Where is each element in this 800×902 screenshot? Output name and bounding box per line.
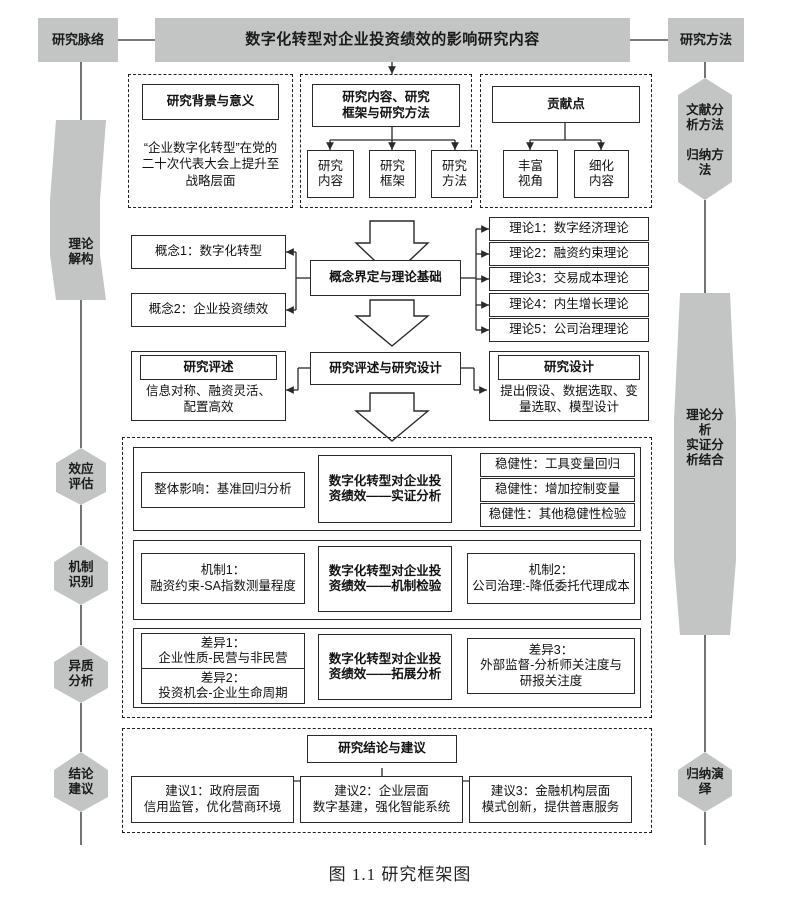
concept-1-box: 概念1：数字化转型 — [131, 235, 286, 269]
header-right-chip-label: 研究方法 — [679, 31, 732, 47]
difference-2-box: 差异2： 投资机会-企业生命周期 — [141, 668, 305, 704]
panel-research-background — [128, 74, 293, 208]
right-rail-shapes — [674, 78, 736, 812]
suggestion-item-1: 建议2：企业层面 数字基建，强化智能系统 — [300, 776, 463, 823]
conclusion-title: 研究结论与建议 — [307, 735, 457, 763]
theory-item-3: 理论4：内生增长理论 — [489, 293, 649, 317]
rail-label-theory-deconstruction: 理论 解构 — [68, 237, 94, 266]
research-design-body: 提出假设、数据选取、变 量选取、模型设计 — [500, 384, 638, 415]
robustness-item-1: 稳健性：增加控制变量 — [480, 478, 635, 502]
empirical-container — [122, 437, 652, 718]
left-rail-shapes — [50, 120, 108, 812]
concept-definition-center: 概念界定与理论基础 — [310, 260, 461, 296]
suggestion-item-0: 建议1：政府层面 信用监管，优化营商环境 — [131, 776, 294, 823]
content-framework-child-0: 研究 内容 — [307, 150, 354, 198]
theory-item-2: 理论3：交易成本理论 — [489, 267, 649, 291]
rail-label-effect-evaluation: 效应 评估 — [68, 462, 94, 491]
contribution-title: 贡献点 — [492, 86, 640, 123]
figure-caption: 图 1.1 研究框架图 — [328, 865, 472, 884]
rail-label-theory-empirical-combined: 理论分 析 实证分 析结合 — [686, 408, 724, 467]
concept-2-box: 概念2：企业投资绩效 — [131, 293, 286, 327]
flow-arrow-down — [354, 220, 430, 442]
header-left-chip: 研究脉络 — [38, 18, 118, 62]
header-left-chip-label: 研究脉络 — [51, 31, 104, 47]
content-framework-child-2: 研究 方法 — [431, 150, 478, 198]
overall-impact-box: 整体影响：基准回归分析 — [141, 472, 305, 508]
rail-label-literature-analysis-method: 文献分 析方法 归纳方 法 — [686, 102, 724, 177]
empirical-analysis-center: 数字化转型对企业投 资绩效——实证分析 — [318, 455, 452, 523]
extension-analysis-center: 数字化转型对企业投 资绩效——拓展分析 — [318, 634, 452, 700]
suggestion-item-2: 建议3：金融机构层面 模式创新，提供普惠服务 — [469, 776, 632, 823]
difference-3-box: 差异3： 外部监督-分析师关注度与 研报关注度 — [467, 638, 635, 694]
research-background-body: “企业数字化转型”在党的 二十次代表大会上提升至 战略层面 — [141, 141, 280, 188]
panel-contribution — [480, 74, 652, 208]
page-title: 数字化转型对企业投资绩效的影响研究内容 — [155, 18, 630, 62]
review-design-center: 研究评述与研究设计 — [310, 352, 461, 385]
conclusion-container — [122, 728, 652, 833]
contribution-child-1: 细化 内容 — [574, 150, 629, 198]
page-title-label: 数字化转型对企业投资绩效的影响研究内容 — [245, 30, 540, 48]
theory-item-0: 理论1：数字经济理论 — [489, 217, 649, 241]
robustness-item-0: 稳健性：工具变量回归 — [480, 453, 635, 477]
panel-content-framework-method — [300, 74, 472, 208]
contribution-child-0: 丰富 视角 — [503, 150, 558, 198]
mechanism-test-center: 数字化转型对企业投 资绩效——机制检验 — [318, 546, 452, 612]
difference-1-box: 差异1： 企业性质-民营与非民营 — [141, 633, 305, 669]
rail-label-heterogeneity-analysis: 异质 分析 — [68, 659, 94, 688]
research-design-title: 研究设计 — [498, 355, 640, 380]
theory-item-1: 理论2：融资约束理论 — [489, 242, 649, 266]
mechanism-2-box: 机制2： 公司治理:-降低委托代理成本 — [467, 553, 635, 604]
theory-item-4: 理论5：公司治理理论 — [489, 318, 649, 342]
rail-label-conclusion-suggestion: 结论 建议 — [68, 767, 94, 796]
research-background-title: 研究背景与意义 — [142, 84, 279, 120]
header-right-chip: 研究方法 — [668, 18, 744, 62]
rail-label-induction-deduction: 归纳演 绎 — [686, 767, 724, 796]
rail-label-mechanism-identification: 机制 识别 — [68, 560, 94, 589]
robustness-item-2: 稳健性：其他稳健性检验 — [480, 503, 635, 527]
research-review-title: 研究评述 — [140, 355, 277, 380]
content-framework-child-1: 研究 框架 — [369, 150, 416, 198]
content-framework-title: 研究内容、研究 框架与研究方法 — [312, 84, 460, 127]
mechanism-1-box: 机制1： 融资约束-SA指数测量程度 — [141, 553, 305, 604]
research-review-body: 信息对称、融资灵活、 配置高效 — [145, 384, 271, 415]
